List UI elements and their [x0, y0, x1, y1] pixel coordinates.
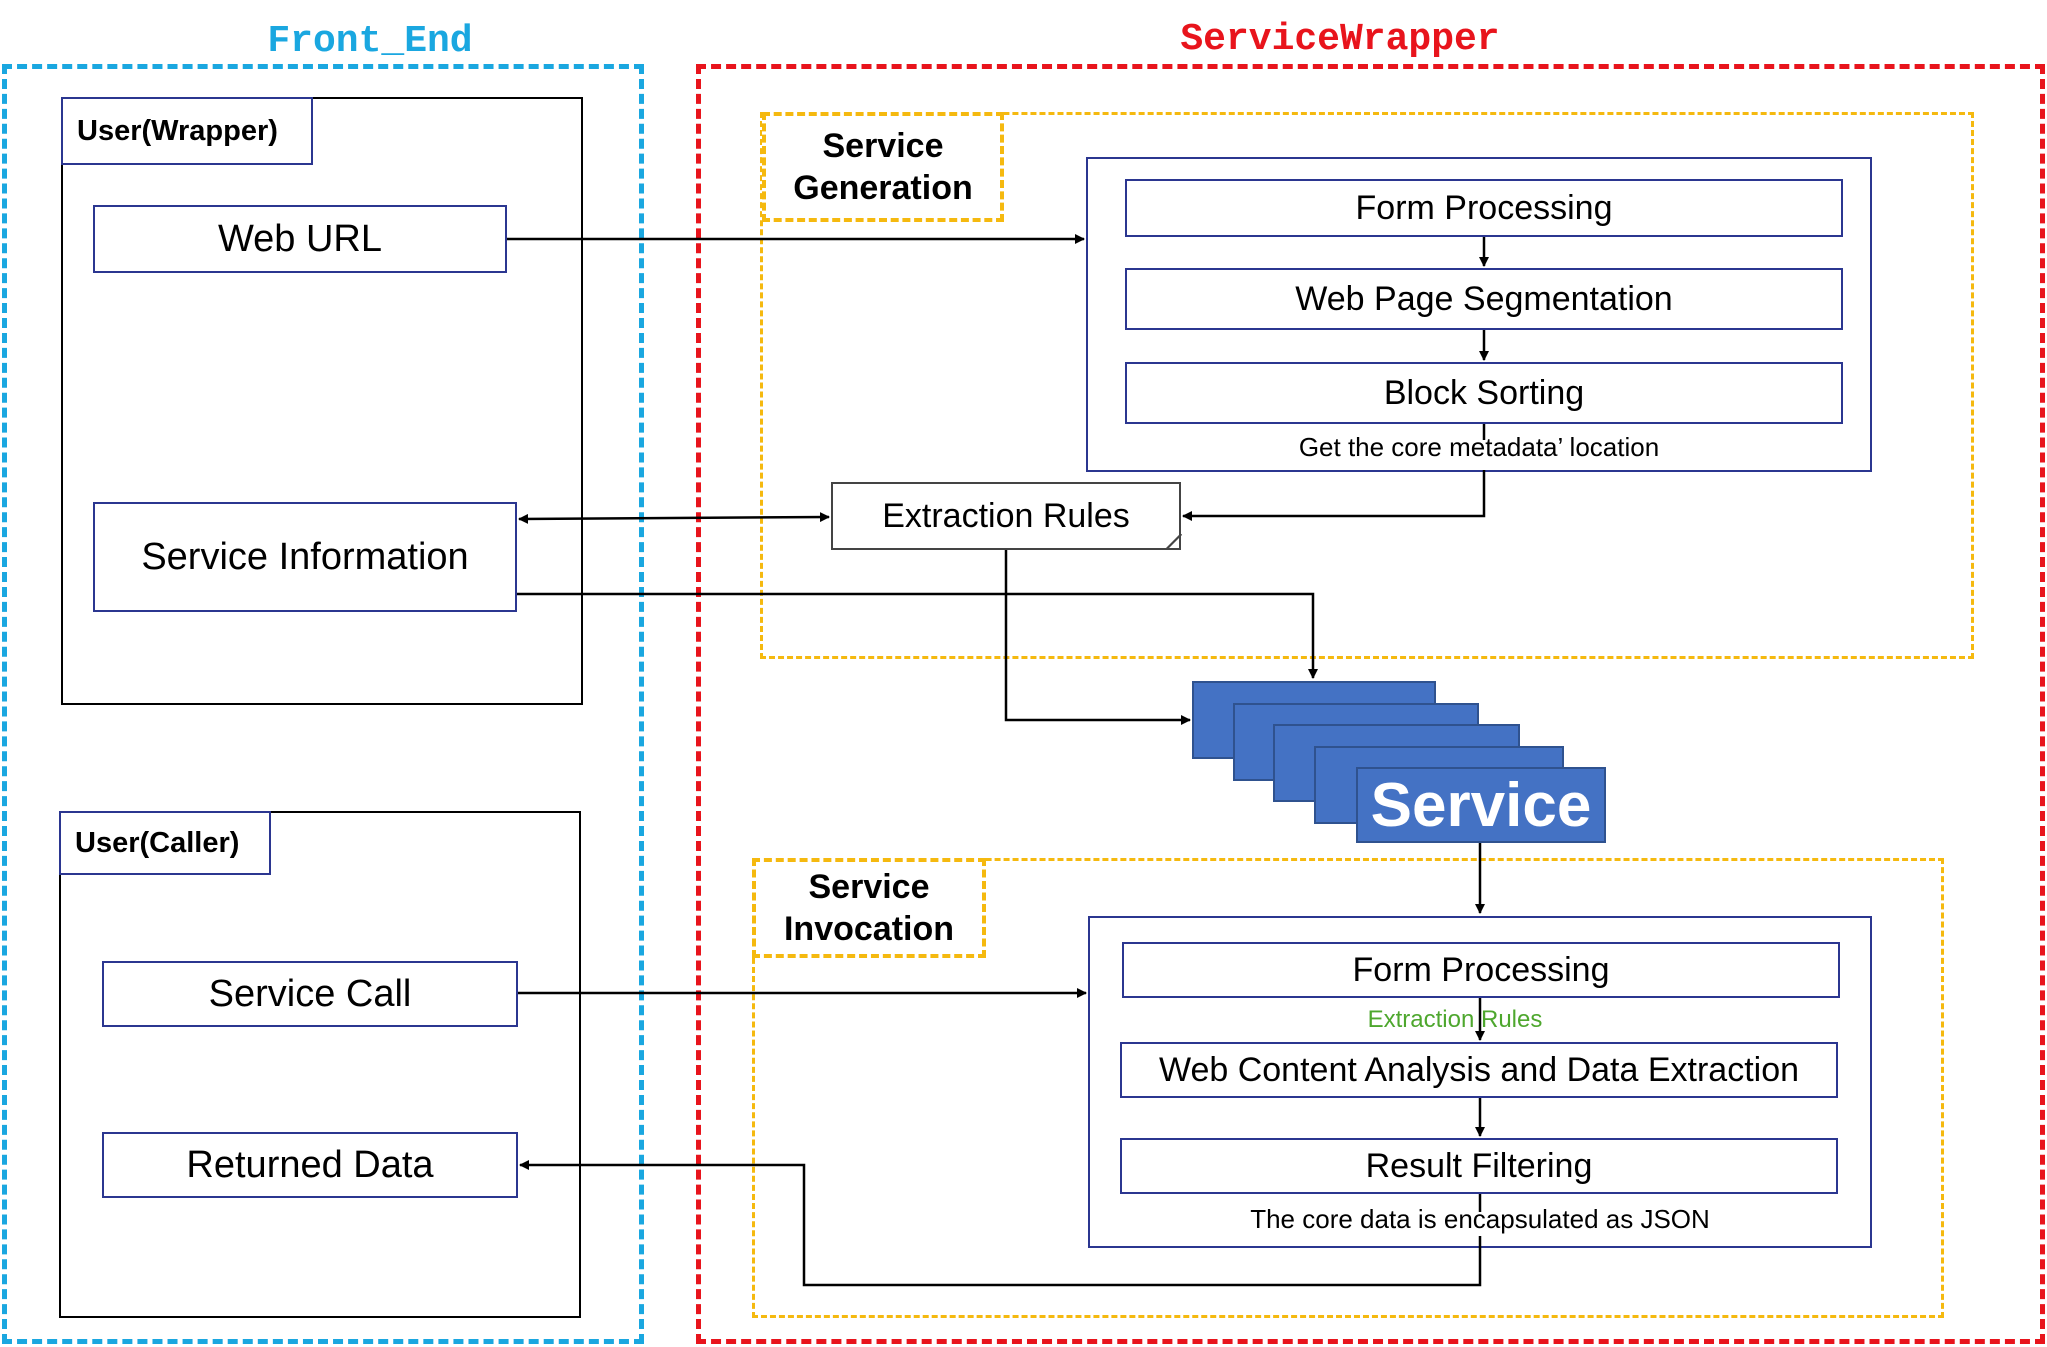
- web-content-analysis-step: Web Content Analysis and Data Extraction: [1120, 1042, 1838, 1098]
- gen-form-processing-step: Form Processing: [1125, 179, 1843, 237]
- web-url-box: Web URL: [93, 205, 507, 273]
- returned-data-arrow: [519, 1160, 1482, 1287]
- user-caller-frame: [59, 811, 581, 1318]
- block-sorting-step: Block Sorting: [1125, 362, 1843, 424]
- info-to-service-arrow: [517, 592, 1318, 679]
- metadata-location-caption: Get the core metadata’ location: [1298, 432, 1660, 462]
- service-information-box: Service Information: [93, 502, 517, 612]
- folded-corner-icon: [1166, 534, 1182, 550]
- web-page-segmentation-step: Web Page Segmentation: [1125, 268, 1843, 330]
- user-caller-tag: User(Caller): [59, 811, 271, 875]
- service-card-main: Service: [1356, 767, 1606, 843]
- user-wrapper-tag: User(Wrapper): [61, 97, 313, 165]
- inv-form-processing-step: Form Processing: [1122, 942, 1840, 998]
- result-filtering-step: Result Filtering: [1120, 1138, 1838, 1194]
- info-rules-arrow: [518, 512, 830, 524]
- service-wrapper-region: [696, 64, 2045, 1344]
- service-invocation-section: [752, 858, 1944, 1318]
- returned-data-box: Returned Data: [102, 1132, 518, 1198]
- extraction-rules-note: Extraction Rules: [1367, 1006, 1543, 1033]
- front-end-region: [2, 64, 644, 1344]
- front-end-title: Front_End: [267, 20, 473, 63]
- rules-to-service-arrow: [1004, 550, 1191, 725]
- service-call-box: Service Call: [102, 961, 518, 1027]
- service-generation-section: [760, 112, 1974, 659]
- service-invocation-label: Service Invocation: [752, 858, 986, 958]
- service-wrapper-title: ServiceWrapper: [1180, 18, 1500, 61]
- metadata-to-rules-arrow: [1182, 470, 1486, 521]
- extraction-rules-box: Extraction Rules: [831, 482, 1181, 550]
- service-generation-label: Service Generation: [762, 112, 1004, 222]
